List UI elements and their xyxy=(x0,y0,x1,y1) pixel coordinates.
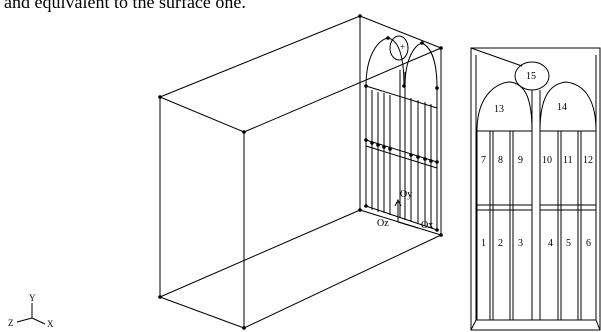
arrow-oy-head xyxy=(394,198,402,207)
panel-label-14: 14 xyxy=(557,102,567,113)
panel-label-2: 2 xyxy=(498,238,503,249)
left-arch xyxy=(365,37,405,87)
transom-upper xyxy=(365,85,438,109)
panel-label-9: 9 xyxy=(518,155,523,166)
panel-label-13: 13 xyxy=(494,104,504,115)
medallion-cross: + xyxy=(400,42,405,52)
panel-outer-frame xyxy=(470,47,601,331)
panel-13-arch xyxy=(476,81,533,132)
box-top-back xyxy=(359,15,442,49)
wireframe-box xyxy=(159,15,442,329)
axis-y-label: Y xyxy=(29,293,36,303)
panel-14-arch xyxy=(539,81,597,132)
axis-x-label: X xyxy=(47,319,54,329)
top-medallion xyxy=(389,35,409,61)
window-on-face xyxy=(365,35,438,231)
caption-text: and equivalent to the surface one. xyxy=(4,0,246,12)
panel-label-15: 15 xyxy=(526,71,536,82)
panel-label-8: 8 xyxy=(498,155,503,166)
box-front-face xyxy=(159,96,245,329)
panel-label-5: 5 xyxy=(566,238,571,249)
box-bottom-edge-right xyxy=(243,234,442,329)
window-nodes xyxy=(158,14,443,330)
panel-label-4: 4 xyxy=(548,238,553,249)
window-panel-diagram xyxy=(470,47,601,331)
axis-triad xyxy=(16,303,46,325)
right-arch xyxy=(404,42,438,89)
panel-label-12: 12 xyxy=(583,155,593,166)
panel-label-7: 7 xyxy=(481,155,486,166)
transom-mid-2 xyxy=(365,145,438,169)
panel-label-10: 10 xyxy=(542,155,552,166)
panel-label-11: 11 xyxy=(563,155,573,166)
transom-low xyxy=(365,205,438,231)
label-oy: Oy xyxy=(400,189,412,200)
panel-label-3: 3 xyxy=(518,238,523,249)
panel-label-1: 1 xyxy=(481,238,486,249)
box-top-edge-left xyxy=(159,15,361,98)
axis-z-label: Z xyxy=(8,318,14,328)
box-bottom-edge-left xyxy=(159,209,361,298)
label-oz: Oz xyxy=(377,218,389,229)
panel-top-diagonal xyxy=(470,47,523,67)
arrow-ox xyxy=(397,221,419,229)
panel-label-6: 6 xyxy=(586,238,591,249)
label-ox: Ox xyxy=(421,220,433,231)
